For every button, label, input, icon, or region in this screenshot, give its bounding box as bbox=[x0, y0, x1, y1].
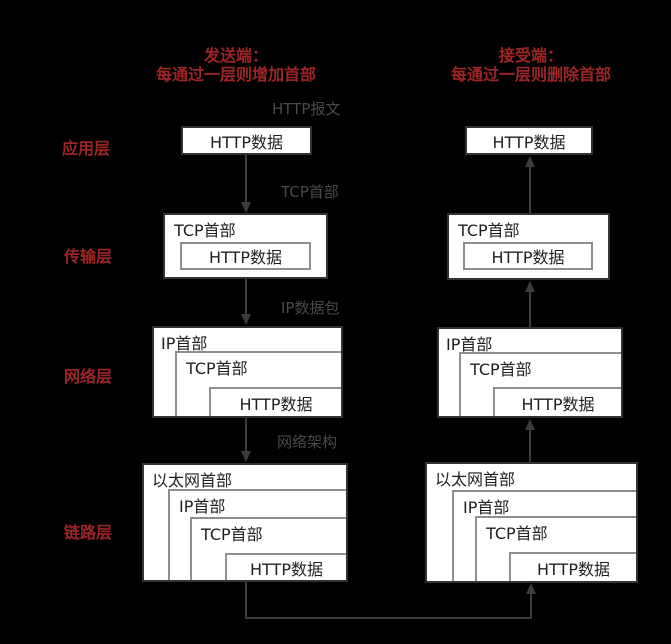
sender-link-tcp-title: TCP首部 bbox=[201, 525, 263, 544]
connector-horizontal-line bbox=[245, 617, 532, 619]
annotation-network-frame: 网络架构 bbox=[277, 433, 338, 451]
sender-link-ethernet-title: 以太网首部 bbox=[152, 471, 233, 490]
sender-link-http-label: HTTP数据 bbox=[250, 559, 323, 579]
sender-application-http-label: HTTP数据 bbox=[210, 132, 283, 152]
sender-header-line2: 每通过一层则增加首部 bbox=[155, 65, 316, 84]
sender-link-tcp-nest: TCP首部 bbox=[190, 517, 346, 580]
sender-link-box: 以太网首部 IP首部 TCP首部 HTTP数据 bbox=[142, 463, 348, 582]
receiver-header-line2: 每通过一层则删除首部 bbox=[450, 65, 611, 84]
receiver-arrow-network-transport-line bbox=[529, 292, 531, 327]
receiver-link-http-nest: HTTP数据 bbox=[509, 552, 636, 581]
receiver-network-tcp-title: TCP首部 bbox=[470, 360, 532, 379]
sender-transport-http-box: HTTP数据 bbox=[180, 242, 311, 270]
connector-left-vertical-line bbox=[245, 582, 247, 619]
arrow-up-icon bbox=[525, 419, 535, 430]
arrow-down-icon bbox=[241, 451, 251, 462]
sender-link-ip-title: IP首部 bbox=[179, 497, 226, 516]
sender-network-box: IP首部 TCP首部 HTTP数据 bbox=[152, 326, 343, 418]
receiver-link-box: 以太网首部 IP首部 TCP首部 HTTP数据 bbox=[425, 462, 638, 583]
connector-right-vertical-line bbox=[530, 594, 532, 619]
sender-transport-http-label: HTTP数据 bbox=[209, 248, 282, 267]
receiver-transport-http-label: HTTP数据 bbox=[491, 248, 565, 267]
arrow-down-icon bbox=[241, 202, 251, 213]
arrow-up-icon bbox=[525, 156, 535, 167]
annotation-tcp-header: TCP首部 bbox=[281, 183, 339, 201]
sender-network-http-nest: HTTP数据 bbox=[209, 387, 341, 416]
sender-transport-box: TCP首部 HTTP数据 bbox=[163, 213, 328, 279]
receiver-link-ip-title: IP首部 bbox=[463, 498, 510, 517]
receiver-network-http-label: HTTP数据 bbox=[521, 394, 595, 414]
receiver-header: 接受端： 每通过一层则删除首部 bbox=[381, 46, 671, 84]
receiver-transport-box: TCP首部 HTTP数据 bbox=[447, 213, 610, 280]
sender-header: 发送端： 每通过一层则增加首部 bbox=[86, 46, 386, 84]
sender-application-http-box: HTTP数据 bbox=[181, 126, 312, 155]
sender-network-tcp-title: TCP首部 bbox=[186, 359, 248, 378]
arrow-down-icon bbox=[241, 314, 251, 325]
annotation-ip-packet: IP数据包 bbox=[281, 299, 340, 317]
receiver-arrow-link-network-line bbox=[529, 430, 531, 462]
receiver-network-ip-title: IP首部 bbox=[446, 335, 493, 354]
layer-label-network: 网络层 bbox=[64, 367, 113, 386]
receiver-network-http-nest: HTTP数据 bbox=[493, 387, 621, 416]
layer-label-transport: 传输层 bbox=[64, 247, 113, 266]
layer-label-application: 应用层 bbox=[62, 139, 111, 158]
sender-arrow-transport-network-line bbox=[245, 279, 247, 314]
sender-header-line1: 发送端： bbox=[203, 46, 268, 65]
receiver-application-http-label: HTTP数据 bbox=[492, 132, 566, 152]
receiver-link-ethernet-title: 以太网首部 bbox=[435, 470, 516, 489]
sender-arrow-app-transport-line bbox=[245, 155, 247, 202]
receiver-transport-http-box: HTTP数据 bbox=[463, 242, 593, 270]
sender-network-ip-title: IP首部 bbox=[161, 334, 208, 353]
receiver-network-box: IP首部 TCP首部 HTTP数据 bbox=[437, 327, 623, 418]
sender-transport-tcp-title: TCP首部 bbox=[174, 221, 236, 240]
receiver-link-http-label: HTTP数据 bbox=[537, 559, 610, 579]
sender-arrow-network-link-line bbox=[245, 418, 247, 451]
layer-label-link: 链路层 bbox=[64, 523, 113, 542]
receiver-link-tcp-title: TCP首部 bbox=[486, 524, 548, 543]
receiver-arrow-transport-app-line bbox=[529, 167, 531, 213]
receiver-transport-tcp-title: TCP首部 bbox=[458, 221, 520, 240]
receiver-header-line1: 接受端： bbox=[498, 46, 563, 65]
receiver-application-http-box: HTTP数据 bbox=[465, 126, 593, 155]
sender-network-http-label: HTTP数据 bbox=[239, 394, 313, 414]
sender-link-http-nest: HTTP数据 bbox=[225, 553, 346, 580]
arrow-up-icon bbox=[525, 281, 535, 292]
annotation-http-message: HTTP报文 bbox=[272, 100, 341, 118]
arrow-up-icon bbox=[526, 583, 536, 594]
